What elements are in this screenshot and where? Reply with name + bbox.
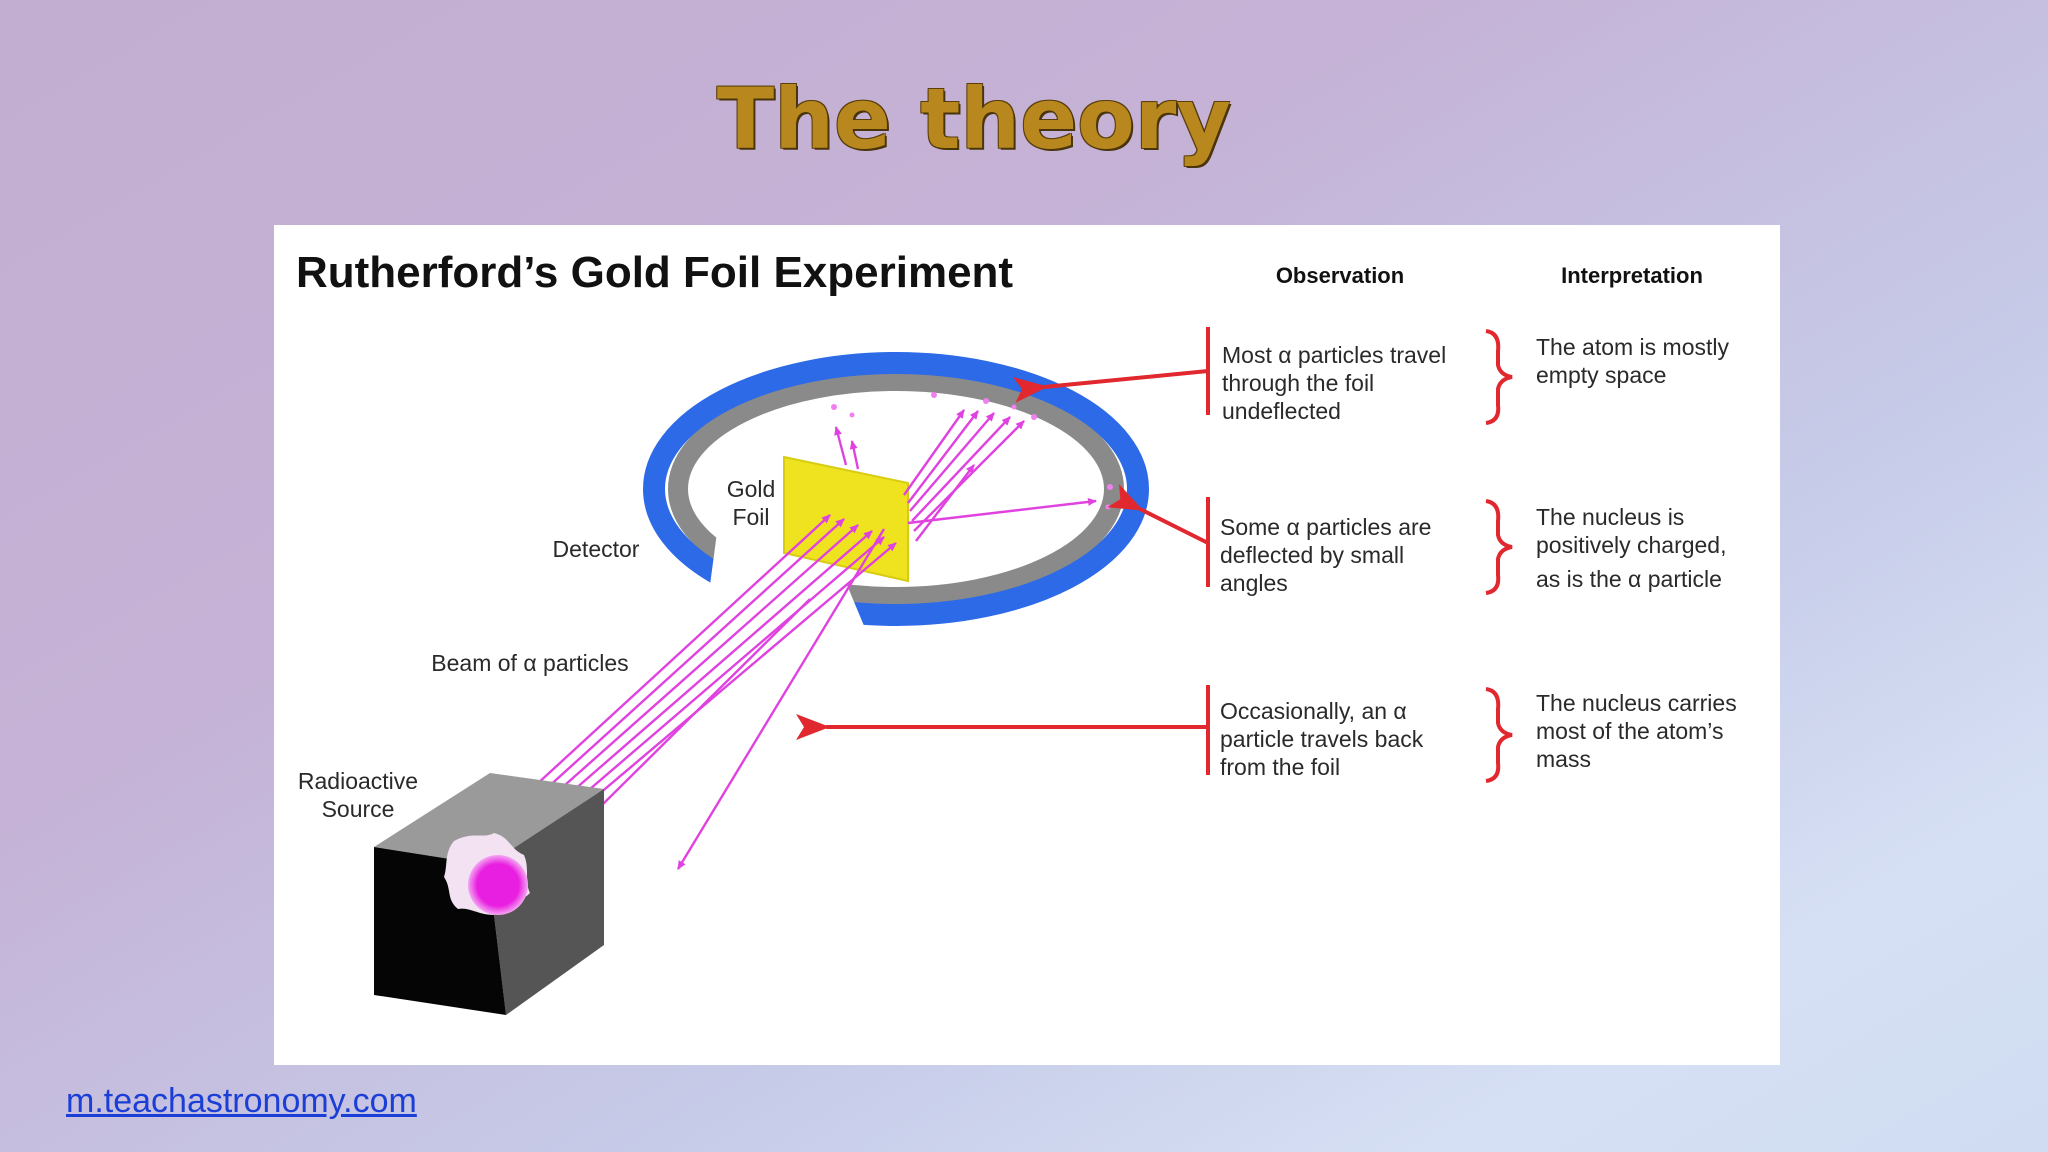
slide-title: The theory (716, 70, 1232, 168)
row-3-observation-line3: from the foil (1220, 754, 1340, 780)
source-core (468, 855, 528, 915)
gold-foil (783, 455, 909, 583)
row-2-interpretation-line2: positively charged, (1536, 532, 1727, 558)
row-1-observation-line2: through the foil (1222, 370, 1374, 396)
radioactive-source (374, 773, 604, 1015)
row-1: Most α particles travel through the foil… (1222, 329, 1729, 425)
row-3-interpretation-line2: most of the atom’s (1536, 718, 1724, 744)
row-2-observation-line2: deflected by small (1220, 542, 1404, 568)
row-1-observation-line3: undeflected (1222, 398, 1341, 424)
row-3-brace (1485, 687, 1513, 783)
row-2-observation-line1: Some α particles are (1220, 514, 1431, 540)
row-3-interpretation-line1: The nucleus carries (1536, 690, 1737, 716)
row-3-observation-line2: particle travels back (1220, 726, 1424, 752)
row-1-observation-line1: Most α particles travel (1222, 342, 1446, 368)
gold-foil-diagram: Rutherford’s Gold Foil Experiment Observ… (296, 248, 1737, 1015)
observation-arrows (796, 369, 1209, 740)
diagram-title: Rutherford’s Gold Foil Experiment (296, 248, 1013, 297)
observation-bars (1206, 327, 1210, 775)
row-3-observation-line1: Occasionally, an α (1220, 698, 1407, 724)
row-1-interpretation-line1: The atom is mostly (1536, 334, 1729, 360)
source-link[interactable]: m.teachastronomy.com (66, 1082, 417, 1120)
observation-header: Observation (1276, 263, 1404, 288)
beam-label: Beam of α particles (431, 650, 628, 676)
row-2: Some α particles are deflected by small … (1220, 499, 1727, 596)
source-label-line1: Radioactive (298, 768, 418, 794)
row-3-interpretation-line3: mass (1536, 746, 1591, 772)
detector-label: Detector (553, 536, 640, 562)
row-2-observation-line3: angles (1220, 570, 1288, 596)
gold-foil-label-line2: Foil (732, 504, 769, 530)
interpretation-header: Interpretation (1561, 263, 1703, 288)
row-2-brace (1485, 499, 1513, 595)
source-label-line2: Source (322, 796, 395, 822)
row-2-interpretation-line3: as is the α particle (1536, 566, 1722, 592)
row-1-interpretation-line2: empty space (1536, 362, 1666, 388)
alpha-beam (535, 392, 1113, 870)
gold-foil-label-line1: Gold (727, 476, 776, 502)
row-3: Occasionally, an α particle travels back… (1220, 687, 1737, 783)
diagram-panel: Rutherford’s Gold Foil Experiment Observ… (274, 225, 1780, 1065)
row-2-interpretation-line1: The nucleus is (1536, 504, 1684, 530)
row-1-brace (1485, 329, 1513, 425)
